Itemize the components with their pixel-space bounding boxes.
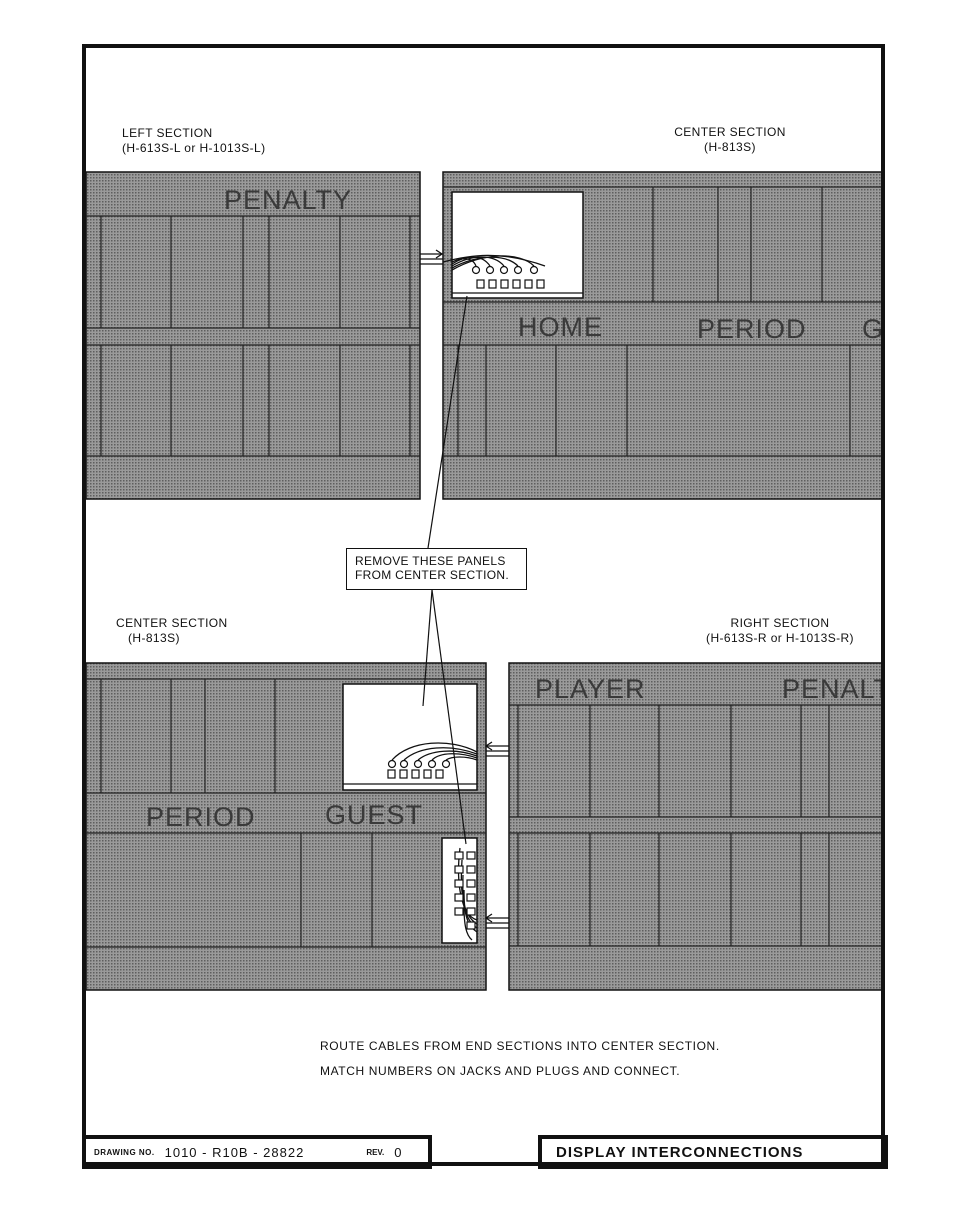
top-center-section-model: (H-813S) xyxy=(704,140,756,154)
top-center-section-label: CENTER SECTION (H-813S) xyxy=(640,125,820,155)
drawing-number-block: DRAWING NO. 1010 - R10B - 28822 REV. 0 xyxy=(82,1135,432,1169)
left-section-model: (H-613S-L or H-1013S-L) xyxy=(122,141,266,155)
top-left-display-panel: PENALTY xyxy=(86,171,421,500)
drawing-title-block: DISPLAY INTERCONNECTIONS xyxy=(538,1135,888,1169)
callout-line-2: FROM CENTER SECTION. xyxy=(355,568,510,582)
top-plug-row xyxy=(471,265,545,289)
bottom-center-section-name: CENTER SECTION xyxy=(116,616,228,630)
guest-label: GUEST xyxy=(325,800,423,830)
right-display-panel: PLAYER PENALT xyxy=(508,662,891,991)
callout-leader-lines xyxy=(422,295,468,845)
bottom-upper-plug-row xyxy=(387,759,451,779)
top-center-section-name: CENTER SECTION xyxy=(674,125,786,139)
bottom-lower-plug-column xyxy=(454,851,476,930)
guest-label-cut: G xyxy=(862,314,884,344)
top-center-display-panel: HOME PERIOD G xyxy=(442,171,884,500)
revision-value: 0 xyxy=(394,1144,402,1160)
drawing-number-label: DRAWING NO. xyxy=(94,1147,155,1157)
callout-line-1: REMOVE THESE PANELS xyxy=(355,554,506,568)
left-section-label: LEFT SECTION (H-613S-L or H-1013S-L) xyxy=(122,126,265,156)
drawing-frame xyxy=(82,44,885,1166)
bottom-upper-cable-bundle xyxy=(343,741,509,785)
bottom-center-opening-upper xyxy=(342,683,478,791)
player-label: PLAYER xyxy=(535,674,646,704)
note-match-numbers: MATCH NUMBERS ON JACKS AND PLUGS AND CON… xyxy=(320,1064,681,1078)
remove-panels-callout: REMOVE THESE PANELS FROM CENTER SECTION. xyxy=(346,548,527,590)
penalty-label: PENALTY xyxy=(224,185,352,215)
right-section-name: RIGHT SECTION xyxy=(730,616,830,630)
drawing-number-value: 1010 - R10B - 28822 xyxy=(164,1144,305,1160)
bottom-center-section-model: (H-813S) xyxy=(128,631,180,645)
period-label-top: PERIOD xyxy=(697,314,807,344)
bottom-center-section-label: CENTER SECTION (H-813S) xyxy=(116,616,228,646)
home-label: HOME xyxy=(518,312,603,342)
bottom-center-display-panel: PERIOD GUEST xyxy=(86,662,487,991)
drawing-title: DISPLAY INTERCONNECTIONS xyxy=(556,1143,804,1161)
top-cable-bundle xyxy=(420,249,583,294)
note-route-cables: ROUTE CABLES FROM END SECTIONS INTO CENT… xyxy=(320,1039,720,1053)
left-section-name: LEFT SECTION xyxy=(122,126,213,140)
right-section-label: RIGHT SECTION (H-613S-R or H-1013S-R) xyxy=(680,616,880,646)
right-section-model: (H-613S-R or H-1013S-R) xyxy=(706,631,854,645)
penalty-label-cut: PENALT xyxy=(782,674,891,704)
period-label-bottom: PERIOD xyxy=(146,802,256,832)
instruction-notes: ROUTE CABLES FROM END SECTIONS INTO CENT… xyxy=(320,1034,720,1084)
revision-label: REV. xyxy=(366,1147,385,1157)
